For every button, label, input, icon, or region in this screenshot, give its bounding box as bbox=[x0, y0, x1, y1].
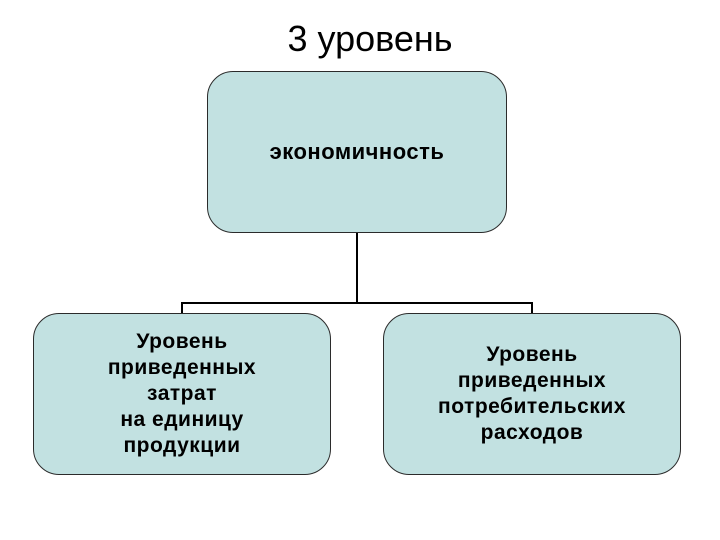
node-right-label: Уровень приведенных потребительских расх… bbox=[438, 343, 626, 444]
slide-title: 3 уровень bbox=[287, 18, 453, 59]
node-top-label: экономичность bbox=[269, 139, 445, 164]
node-top-economy: экономичность bbox=[207, 71, 507, 233]
node-left-label: Уровень приведенных затрат на единицу пр… bbox=[107, 330, 257, 457]
node-left-costs: Уровень приведенных затрат на единицу пр… bbox=[33, 313, 331, 475]
node-right-expenses: Уровень приведенных потребительских расх… bbox=[383, 313, 681, 475]
